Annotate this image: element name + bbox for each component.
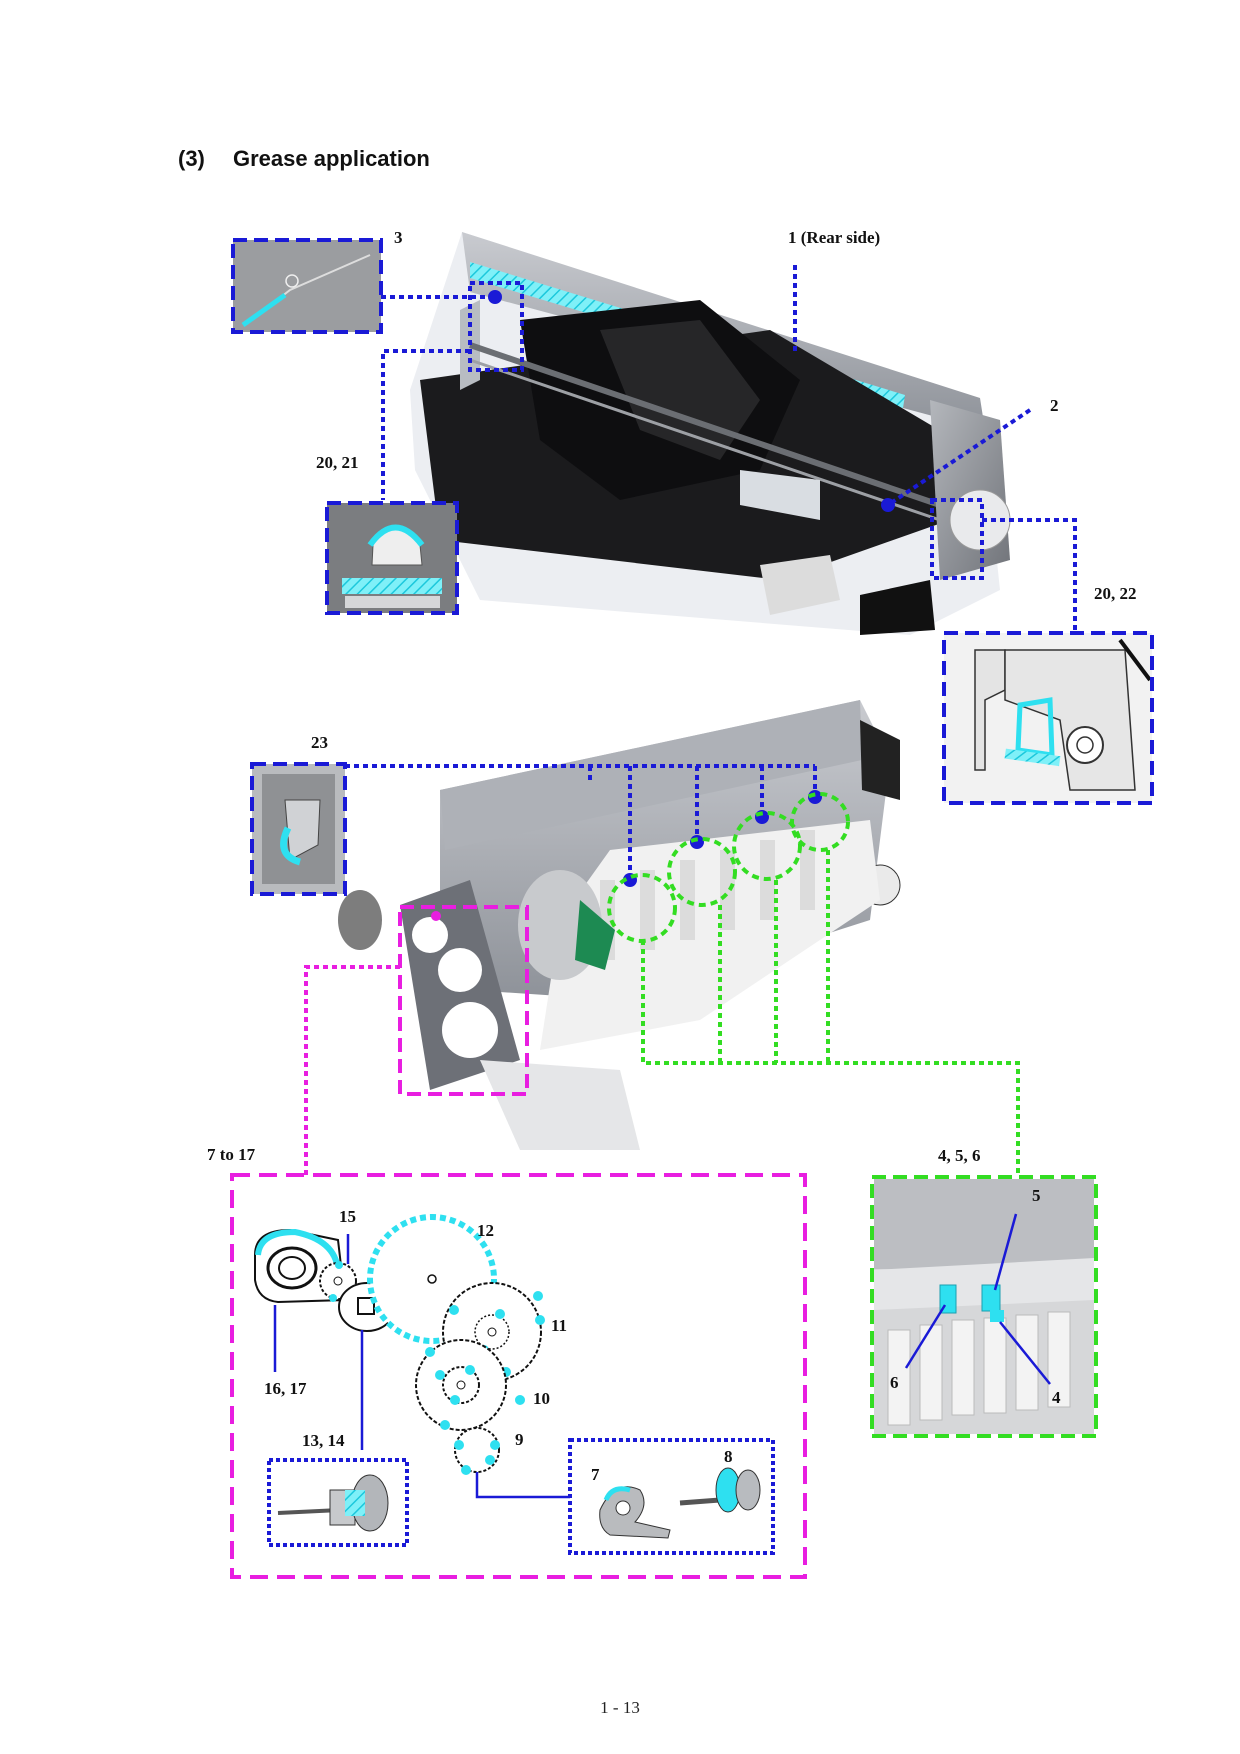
gear-panel: [230, 1173, 807, 1579]
callout-20-21: 20, 21: [316, 453, 359, 472]
magenta-dot: [431, 911, 441, 921]
callout-2: 2: [1050, 396, 1059, 415]
section-heading: (3) Grease application: [178, 146, 430, 172]
gear-label-9: 9: [515, 1430, 524, 1449]
middle-green-leaders: [641, 850, 1020, 1175]
gear-label-10: 10: [533, 1389, 550, 1408]
callout-20-22: 20, 22: [1094, 584, 1137, 603]
inset-23: [250, 762, 347, 896]
inset-20-21: [325, 501, 459, 615]
callout-1-rear-side: 1 (Rear side): [788, 228, 881, 247]
middle-blue-leaders: [345, 764, 817, 878]
callout-7-to-17: 7 to 17: [207, 1145, 256, 1164]
detail-label-4: 4: [1052, 1388, 1061, 1407]
top-callout-leaders: [381, 265, 1077, 633]
inset-20-22: [942, 631, 1154, 805]
middle-magenta: [304, 905, 529, 1175]
gear-label-7: 7: [591, 1465, 600, 1484]
callout-23: 23: [311, 733, 328, 752]
callout-4-5-6: 4, 5, 6: [938, 1146, 981, 1165]
detail-label-5: 5: [1032, 1186, 1041, 1205]
gear-label-8: 8: [724, 1447, 733, 1466]
gear-label-11: 11: [551, 1316, 568, 1335]
printer-top-photo: [410, 232, 1011, 635]
detail-label-6: 6: [890, 1373, 899, 1392]
gear-label-15: 15: [339, 1207, 356, 1226]
section-number: (3): [178, 146, 205, 171]
gear-label-12: 12: [477, 1221, 494, 1240]
detail-4-5-6: [870, 1175, 1098, 1438]
gear-label-13-14: 13, 14: [302, 1431, 345, 1450]
section-title: Grease application: [233, 146, 430, 171]
page-number: 1 - 13: [600, 1698, 640, 1717]
top-callout-dots: [488, 290, 895, 512]
gear-label-16-17: 16, 17: [264, 1379, 307, 1398]
inset-3: [231, 238, 383, 334]
callout-3: 3: [394, 228, 403, 247]
